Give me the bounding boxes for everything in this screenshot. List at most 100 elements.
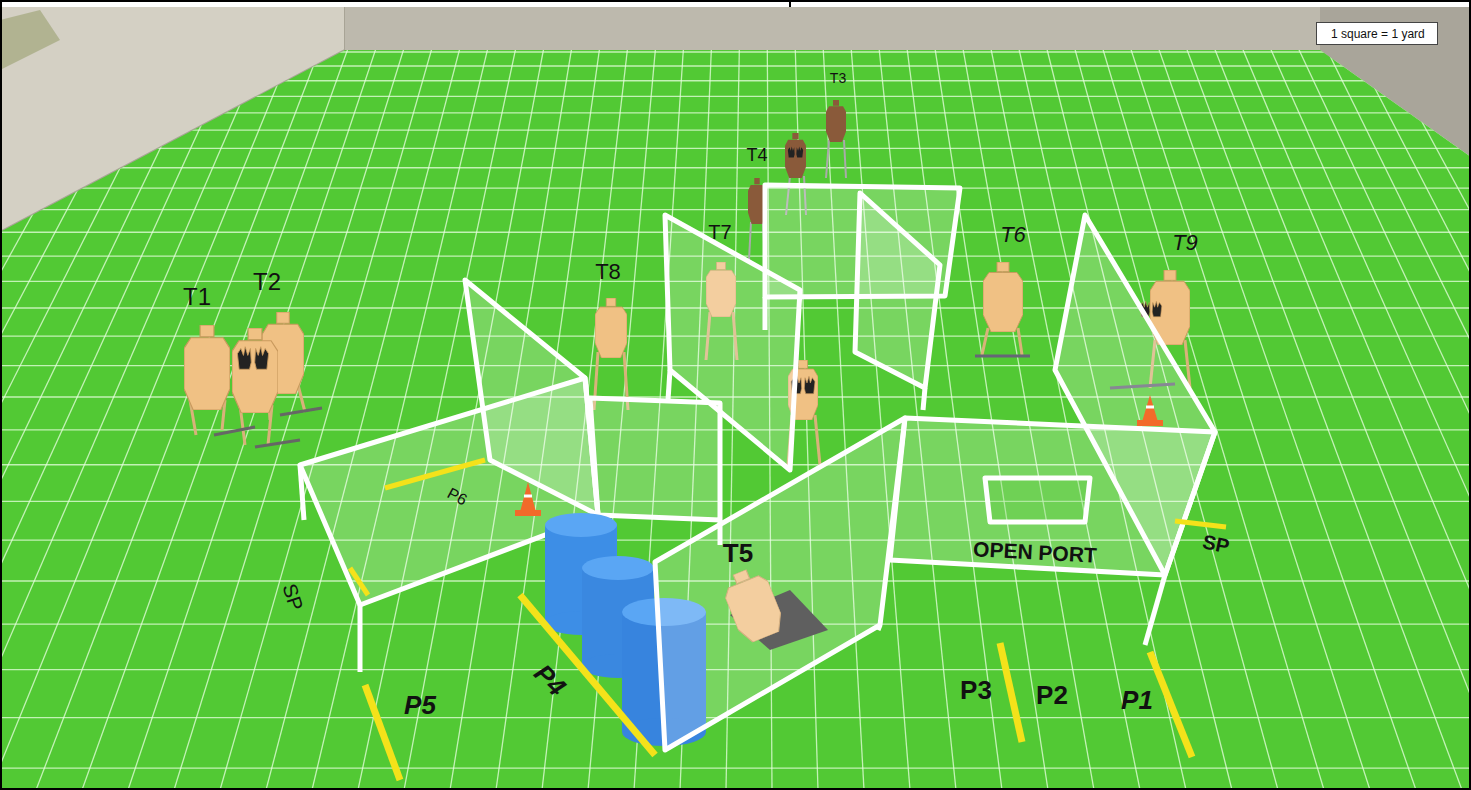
- grid-line: [0, 0, 760, 790]
- grid-line: [0, 0, 760, 790]
- grid-line: [760, 0, 1471, 790]
- grid-line: [0, 0, 760, 790]
- grid-line: [0, 0, 760, 790]
- stage-label: P5: [404, 692, 436, 718]
- grid-line: [760, 0, 1471, 790]
- stage-label: OPEN PORT: [973, 538, 1098, 565]
- grid-line: [760, 0, 1471, 790]
- grid-line: [0, 0, 760, 790]
- grid-line: [0, 501, 1471, 502]
- grid-line: [0, 0, 760, 790]
- grid-line: [760, 0, 1471, 790]
- grid-line: [0, 0, 760, 790]
- grid-line: [0, 0, 760, 790]
- grid-line: [760, 0, 1471, 790]
- grid-line: [760, 0, 1471, 790]
- grid-line: [0, 0, 760, 790]
- grid-line: [760, 0, 1471, 790]
- grid-line: [760, 0, 1471, 790]
- grid-line: [760, 0, 1471, 790]
- grid-line: [760, 0, 1471, 790]
- grid-line: [760, 0, 1471, 790]
- grid-line: [760, 0, 1471, 790]
- grid-line: [760, 0, 1471, 790]
- grid-line: [760, 0, 1471, 790]
- grid-line: [0, 0, 760, 790]
- grid-line: [760, 0, 1471, 790]
- grid-line: [0, 0, 760, 790]
- grid-line: [760, 0, 1471, 790]
- grid-line: [760, 0, 1471, 790]
- stage-label: T1: [183, 285, 211, 309]
- grid-line: [760, 0, 1471, 790]
- grid-line: [760, 0, 1462, 790]
- grid-line: [760, 0, 1471, 790]
- grid-line: [0, 80, 1471, 81]
- grid-line: [0, 0, 760, 790]
- grid-line: [760, 0, 1471, 790]
- grid-line: [82, 0, 760, 790]
- grid-line: [0, 0, 760, 790]
- grid-line: [0, 0, 760, 790]
- grid-line: [0, 0, 760, 790]
- grid-line: [0, 0, 760, 790]
- grid-line: [0, 0, 760, 790]
- grid-line: [760, 0, 1471, 790]
- grid-line: [0, 0, 760, 790]
- grid-line: [760, 0, 1471, 790]
- grid-line: [0, 0, 760, 790]
- grid-line: [0, 0, 760, 790]
- grid-line: [760, 0, 1471, 790]
- stage-label: T6: [1000, 224, 1026, 246]
- grid-line: [0, 0, 760, 790]
- grid-line: [0, 0, 760, 790]
- grid-line: [760, 0, 1471, 790]
- stage-label: T2: [253, 270, 281, 294]
- grid-line: [760, 0, 1471, 790]
- grid-line: [760, 0, 1471, 790]
- stage-label: T3: [830, 71, 846, 85]
- grid-line: [760, 0, 1471, 790]
- grid-line: [760, 0, 1471, 790]
- grid-line: [36, 0, 760, 790]
- grid-line: [760, 0, 1471, 790]
- grid-line: [760, 0, 1471, 790]
- grid-line: [0, 0, 760, 790]
- grid-line: [0, 0, 760, 790]
- grid-line: [760, 0, 1471, 790]
- grid-line: [760, 0, 1471, 790]
- grid-line: [760, 0, 1471, 790]
- grid-line: [0, 0, 760, 790]
- grid-line: [760, 0, 1471, 790]
- barrier-front: [655, 418, 1215, 750]
- grid-line: [0, 0, 760, 790]
- grid-line: [0, 0, 760, 790]
- stage-label: T7: [708, 222, 731, 242]
- scale-box: 1 square = 1 yard: [1316, 22, 1438, 45]
- grid-line: [760, 0, 1471, 790]
- stage-label: P4: [530, 660, 571, 701]
- grid-line: [760, 0, 1471, 790]
- grid-line: [0, 209, 1471, 210]
- grid-line: [760, 0, 1471, 790]
- grid-line: [0, 0, 760, 790]
- grid-line: [0, 0, 760, 790]
- grid-line: [0, 0, 760, 790]
- grid-line: [760, 0, 1471, 790]
- scale-note: 1 square = 1 yard: [1331, 27, 1423, 41]
- grid-line: [760, 0, 1471, 790]
- grid-line: [0, 0, 760, 790]
- grid-line: [760, 0, 1471, 790]
- grid-line: [0, 96, 1471, 97]
- back-wall-face: [345, 0, 1320, 50]
- grid-line: [760, 0, 1471, 790]
- grid-line: [0, 0, 760, 790]
- grid-line: [0, 0, 760, 790]
- grid-line: [760, 0, 1471, 790]
- grid-line: [760, 0, 1471, 790]
- grid-line: [0, 0, 760, 790]
- grid-line: [760, 0, 1471, 790]
- grid-line: [0, 0, 760, 790]
